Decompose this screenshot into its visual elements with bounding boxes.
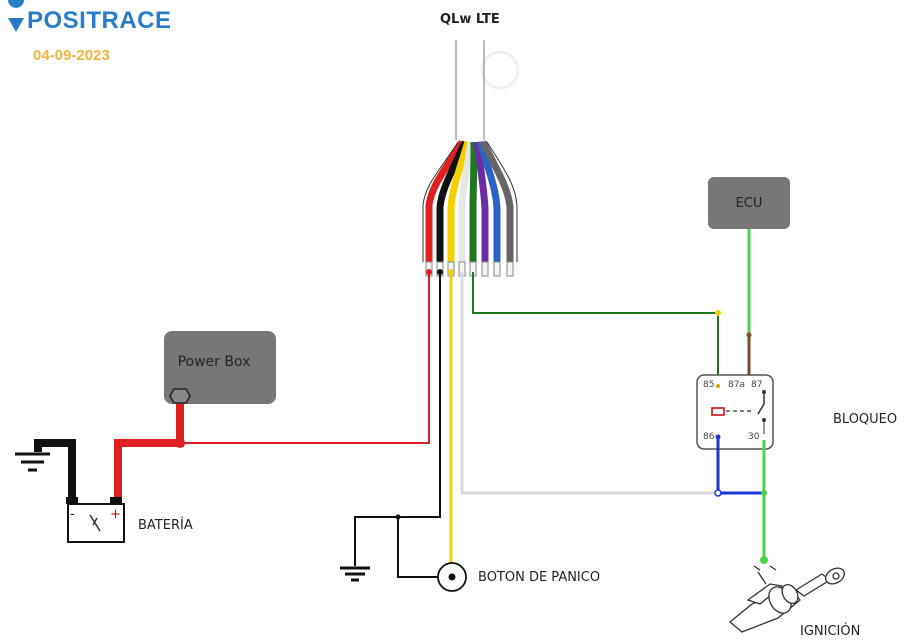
panic-button-label: BOTON DE PANICO bbox=[478, 570, 601, 585]
blue-wire-node bbox=[714, 489, 722, 497]
black-ground-wire bbox=[354, 269, 443, 578]
white-ignition-wire bbox=[460, 272, 764, 495]
panic-button-icon bbox=[437, 562, 467, 592]
ecu-label: ECU bbox=[735, 196, 763, 211]
battery-ground-icon bbox=[15, 452, 50, 472]
ignition-terminal bbox=[760, 556, 768, 564]
brand-logo: POSITRACE bbox=[27, 7, 172, 34]
battery-label: BATERÍA bbox=[138, 518, 193, 533]
green-relay-wire bbox=[472, 272, 721, 385]
relay-pin-87: 87 bbox=[751, 380, 763, 390]
power-box bbox=[164, 331, 276, 404]
device-label: QLw LTE bbox=[440, 12, 500, 27]
relay-pin-86: 86 bbox=[703, 432, 715, 442]
red-power-wire bbox=[114, 269, 432, 497]
battery-pos-label: + bbox=[110, 507, 121, 522]
yellow-panic-wire bbox=[448, 269, 454, 563]
battery-neg-label: - bbox=[70, 507, 75, 522]
relay-30-junction bbox=[761, 490, 767, 496]
relay-pin-87a: 87a bbox=[728, 380, 745, 390]
power-box-terminal-icon bbox=[169, 388, 191, 404]
doc-date: 04-09-2023 bbox=[33, 47, 110, 64]
device-antenna-leads bbox=[455, 40, 485, 140]
ignition-label: IGNICIÓN bbox=[800, 624, 861, 639]
relay-pin-85: 85 bbox=[703, 380, 715, 390]
watermark-icon bbox=[480, 50, 520, 90]
ecu-box bbox=[708, 177, 790, 229]
relay-pin-30: 30 bbox=[748, 432, 760, 442]
battery-icon bbox=[34, 439, 125, 543]
ignition-key-icon bbox=[728, 565, 845, 633]
power-box-label: Power Box bbox=[177, 354, 251, 370]
location-pin-icon bbox=[8, 0, 24, 32]
panic-ground-icon bbox=[340, 566, 370, 582]
relay bbox=[696, 374, 774, 450]
wire-harness bbox=[422, 140, 518, 277]
block-label: BLOQUEO bbox=[833, 412, 898, 427]
